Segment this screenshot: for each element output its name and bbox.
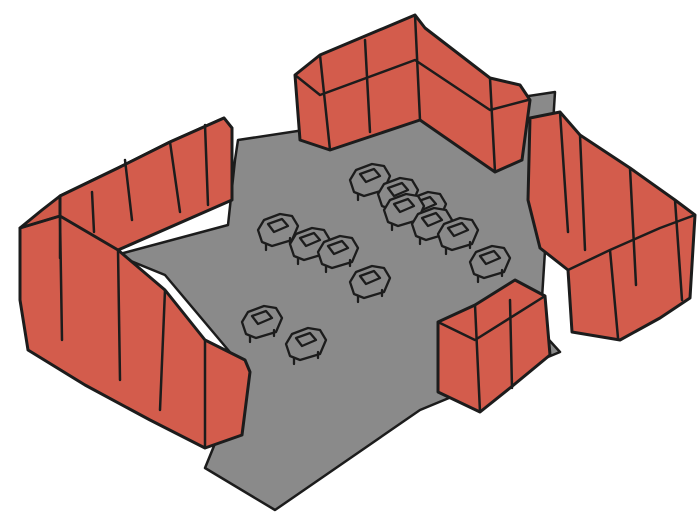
building-right xyxy=(528,112,695,340)
